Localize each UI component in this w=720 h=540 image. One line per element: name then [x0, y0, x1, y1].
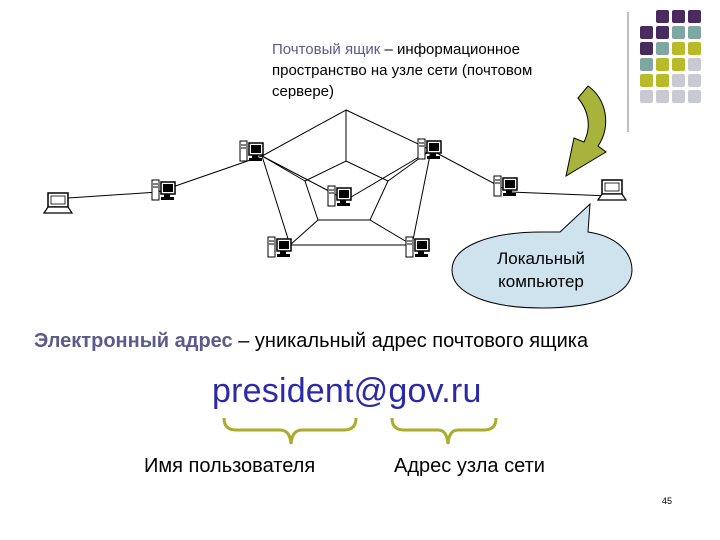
decor-square	[640, 74, 653, 87]
email-example: president@gov.ru	[212, 372, 482, 410]
decor-square	[656, 90, 669, 103]
decor-square	[672, 10, 685, 23]
decor-square	[656, 26, 669, 39]
curved-arrow-icon	[565, 85, 607, 178]
decor-square-grid	[640, 10, 701, 103]
decor-square	[672, 42, 685, 55]
decor-square	[656, 74, 669, 87]
mailbox-term: Почтовый ящик	[272, 41, 381, 58]
decor-square	[672, 58, 685, 71]
speech-bubble	[451, 202, 633, 309]
laptop-icon	[43, 192, 73, 214]
local-computer-label: Локальный компьютер	[470, 247, 612, 293]
decor-square	[640, 90, 653, 103]
mailbox-definition-line3: сервере)	[272, 83, 335, 100]
decor-square	[688, 90, 701, 103]
page-number: 45	[662, 496, 673, 506]
decor-square	[640, 42, 653, 55]
computer-icon	[405, 236, 430, 258]
laptop-icon	[597, 179, 627, 201]
computer-icon	[327, 185, 352, 207]
computer-icon	[493, 175, 518, 197]
decor-square	[640, 58, 653, 71]
decor-square	[672, 74, 685, 87]
computer-icon	[267, 236, 292, 258]
decor-square	[688, 42, 701, 55]
username-label: Имя пользователя	[144, 455, 316, 477]
computer-icon	[417, 138, 442, 160]
email-address-definition: Электронный адрес – уникальный адрес поч…	[34, 330, 588, 353]
mailbox-definition-line1: – информационное	[380, 41, 520, 58]
mailbox-definition-line2: пространство на узле сети (почтовом	[272, 62, 533, 79]
bubble-line1: Локальный	[497, 249, 585, 268]
decor-square	[672, 90, 685, 103]
computer-icon	[239, 140, 264, 162]
decor-square	[640, 26, 653, 39]
network-links	[67, 109, 611, 246]
bubble-line2: компьютер	[498, 272, 584, 291]
decor-square	[672, 26, 685, 39]
decor-square	[688, 74, 701, 87]
email-address-term: Электронный адрес	[34, 330, 233, 352]
user-brace	[222, 417, 358, 445]
decor-square	[688, 10, 701, 23]
decor-square	[656, 42, 669, 55]
decor-square	[688, 58, 701, 71]
decor-square	[656, 58, 669, 71]
host-address-label: Адрес узла сети	[394, 455, 545, 477]
decor-square	[688, 26, 701, 39]
mailbox-definition: Почтовый ящик – информационное пространс…	[272, 39, 602, 102]
computer-icon	[151, 179, 176, 201]
email-address-definition-text: – уникальный адрес почтового ящика	[232, 330, 589, 352]
decor-square	[656, 10, 669, 23]
host-brace	[390, 417, 498, 445]
